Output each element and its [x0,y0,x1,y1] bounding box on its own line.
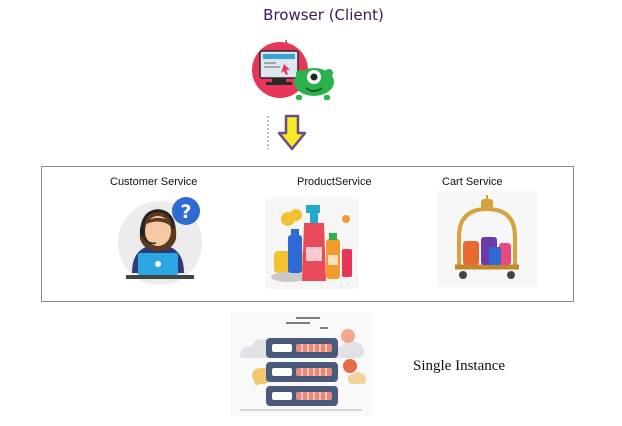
server-stack-icon [230,312,372,416]
browser-title: Browser (Client) [263,6,384,24]
luggage-cart-icon [437,191,537,287]
svg-text:?: ? [180,201,191,223]
single-instance-label: Single Instance [413,358,506,374]
down-arrow-icon [267,114,307,151]
service-label-product: ProductService [297,176,372,188]
browser-monster-icon [252,40,334,100]
service-label-cart: Cart Service [442,176,503,188]
service-label-customer: Customer Service [110,176,198,188]
services-container [41,166,574,302]
customer-support-agent-icon: ? [118,197,202,285]
cleaning-products-icon [266,197,358,289]
